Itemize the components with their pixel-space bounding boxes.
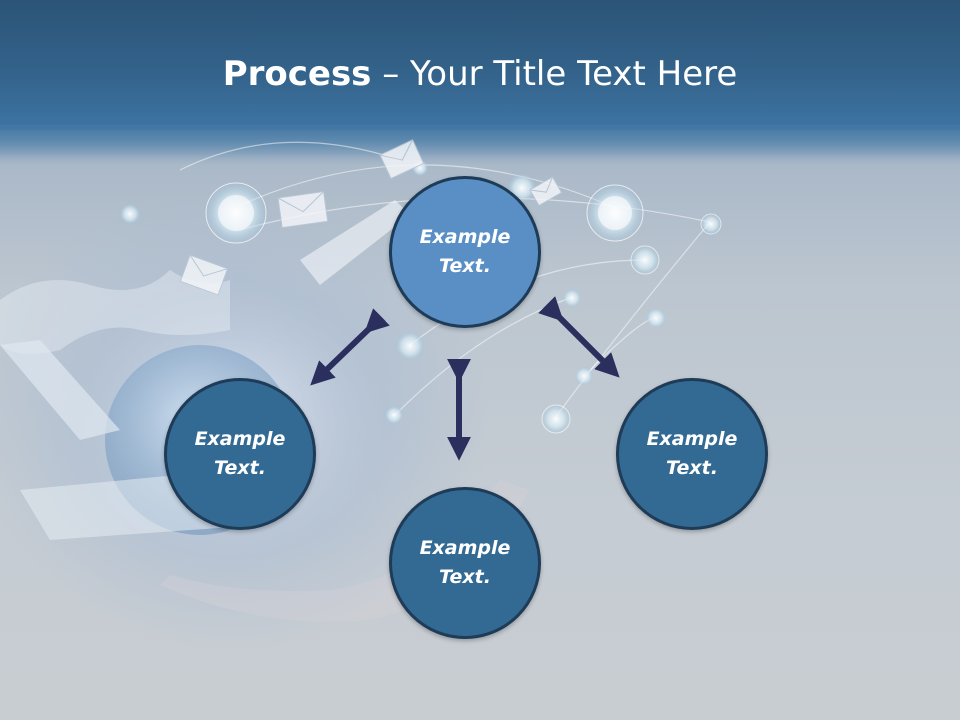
node-label-line2: Text. xyxy=(439,255,491,277)
envelope-icons xyxy=(179,139,563,296)
header-band xyxy=(0,0,960,130)
process-node-right[interactable]: Example Text. xyxy=(616,378,768,530)
node-label-line2: Text. xyxy=(439,566,491,588)
header-fade xyxy=(0,125,960,165)
arrow-top-left xyxy=(310,308,390,386)
node-label-line1: Example xyxy=(419,226,511,248)
node-label-line2: Text. xyxy=(214,457,266,479)
node-label-line1: Example xyxy=(194,428,286,450)
process-node-top[interactable]: Example Text. xyxy=(389,176,541,328)
slide-title: Process – Your Title Text Here xyxy=(0,52,960,96)
network-bubbles xyxy=(120,160,722,434)
tablet-graphic xyxy=(0,340,120,440)
world-map-graphic xyxy=(0,270,230,354)
process-node-bottom[interactable]: Example Text. xyxy=(389,487,541,639)
phone-graphic xyxy=(300,200,410,285)
node-label-line2: Text. xyxy=(666,457,718,479)
arrow-top-right xyxy=(538,296,620,378)
title-rest: – Your Title Text Here xyxy=(371,54,738,94)
process-node-left[interactable]: Example Text. xyxy=(164,378,316,530)
node-label-line1: Example xyxy=(419,537,511,559)
node-label-line1: Example xyxy=(646,428,738,450)
title-bold: Process xyxy=(222,54,372,94)
